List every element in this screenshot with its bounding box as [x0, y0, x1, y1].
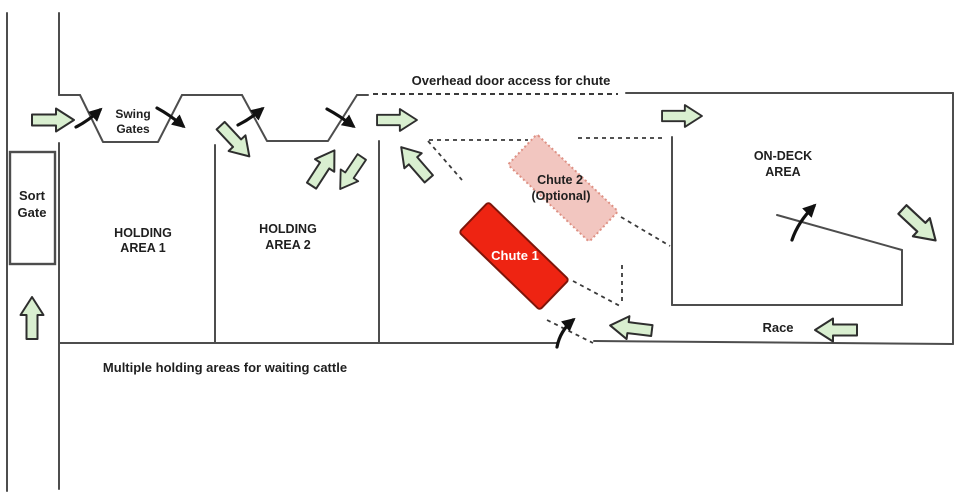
- swing-arrow-gate2-left: [236, 106, 265, 127]
- swing-gates-label-line2: Gates: [116, 122, 150, 136]
- dashed-guide-diag2: [620, 216, 671, 247]
- flow-arrow-race-end: [607, 313, 655, 343]
- diagram-labels: Overhead door access for chute Swing Gat…: [18, 73, 813, 375]
- outer-walls: [58, 92, 954, 345]
- holding-area-2-label-line2: AREA 2: [265, 238, 310, 252]
- overhead-door-label: Overhead door access for chute: [412, 73, 611, 88]
- sort-gate-box: [8, 150, 57, 266]
- chute-2-label-line1: Chute 2: [537, 173, 583, 187]
- top-wall: [58, 92, 954, 96]
- sort-gate-label-line1: Sort: [19, 188, 46, 203]
- on-deck-label-line2: AREA: [765, 165, 800, 179]
- flow-arrow-lane-entry: [31, 107, 75, 133]
- dashed-guide-diag3: [572, 280, 621, 307]
- holding-area-2-label-line1: HOLDING: [259, 222, 317, 236]
- chute-2-box: [507, 134, 619, 242]
- chute-2-label-line2: (Optional): [531, 189, 590, 203]
- flow-arrow-top-right: [661, 104, 703, 128]
- swing-gates-label-line1: Swing: [115, 107, 150, 121]
- flow-arrow-staging-up-left: [391, 138, 439, 188]
- swing-arrow-gate1-left: [74, 107, 103, 129]
- sort-gate-label-line2: Gate: [18, 205, 47, 220]
- swing-gate-arrows: [74, 106, 817, 349]
- chute-1-rect: [459, 202, 569, 310]
- swing-arrow-race-turn: [555, 317, 576, 349]
- bottom-note-label: Multiple holding areas for waiting cattl…: [103, 360, 347, 375]
- chute-1-label: Chute 1: [491, 248, 539, 263]
- swing-arrow-gate2-right: [325, 107, 356, 129]
- sorting-lane-walls: [6, 12, 60, 492]
- flow-arrow-back-holding-2: [330, 150, 372, 196]
- flow-arrow-race-left: [814, 317, 858, 343]
- race-label: Race: [762, 320, 793, 335]
- on-deck-label-line1: ON-DECK: [754, 149, 812, 163]
- swing-arrow-on-deck-gate: [790, 203, 817, 242]
- holding-area-1-label-line1: HOLDING: [114, 226, 172, 240]
- flow-arrow-into-holding-2: [211, 116, 259, 166]
- on-deck-gate-line: [776, 214, 903, 251]
- dashed-guide-diag1: [427, 140, 463, 181]
- swing-arrow-gate1-right: [155, 106, 186, 129]
- flow-arrow-into-race: [892, 199, 946, 251]
- chute-1-box: [459, 202, 569, 310]
- holding-area-1-label-line2: AREA 1: [120, 241, 165, 255]
- flow-arrow-out-holding-2: [300, 143, 346, 193]
- flow-arrow-lane-up: [19, 296, 45, 340]
- chute-2-rect: [507, 134, 619, 242]
- on-deck-area-walls: [671, 136, 903, 306]
- flow-arrow-top-middle: [376, 108, 418, 132]
- bottom-wall-right: [593, 340, 954, 345]
- holding-area-dividers: [214, 140, 380, 344]
